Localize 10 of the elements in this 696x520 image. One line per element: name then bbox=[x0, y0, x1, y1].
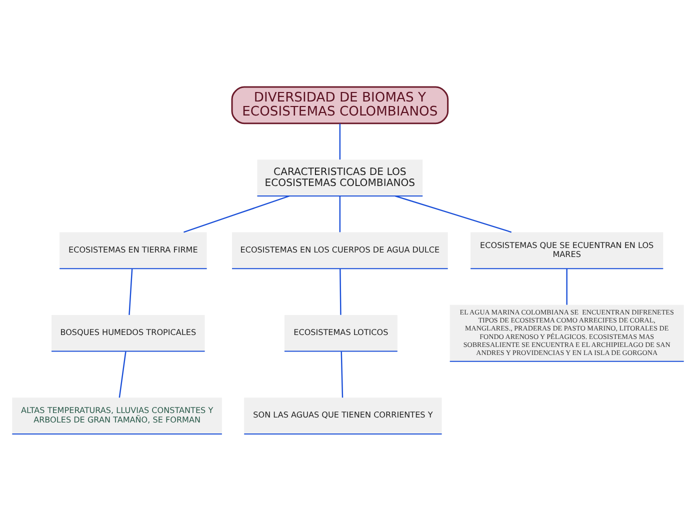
connector bbox=[184, 194, 290, 232]
connector bbox=[340, 351, 344, 398]
connector bbox=[394, 194, 512, 232]
connector bbox=[340, 268, 342, 314]
connector bbox=[128, 268, 133, 314]
node-box: DIVERSIDAD DE BIOMAS Y ECOSISTEMAS COLOMBIANOS bbox=[231, 86, 449, 124]
connector bbox=[566, 268, 568, 304]
connector bbox=[118, 351, 126, 398]
connector bbox=[339, 196, 341, 232]
connector bbox=[339, 123, 341, 160]
